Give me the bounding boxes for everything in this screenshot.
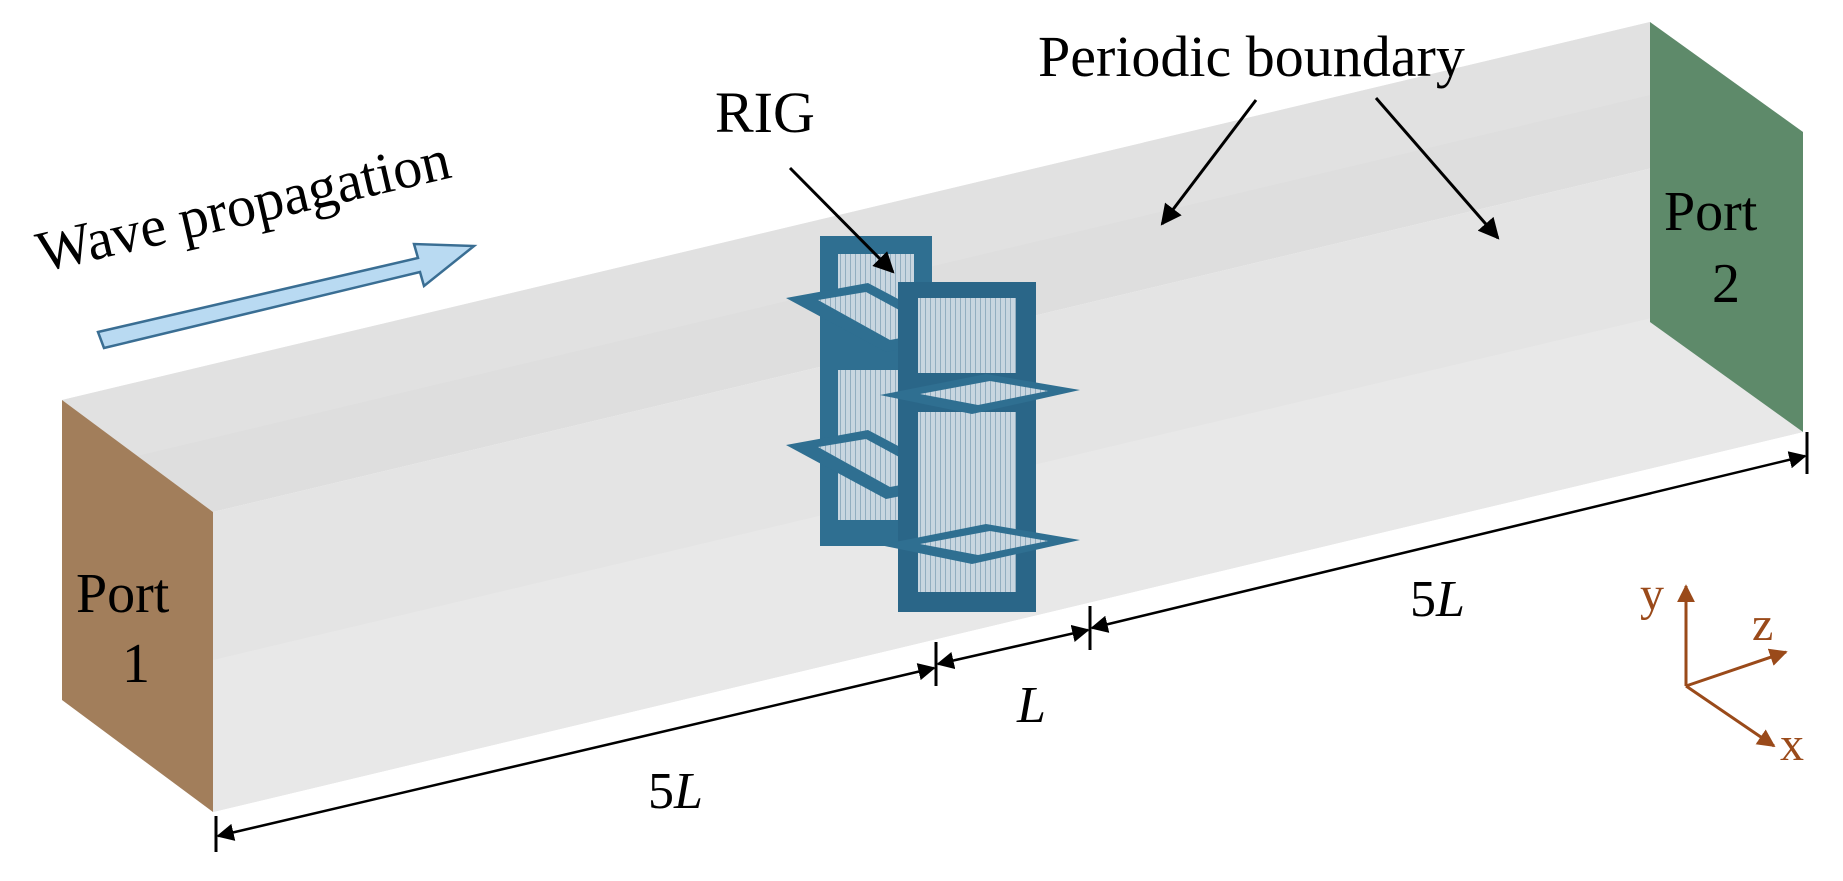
periodic-boundary-label: Periodic boundary	[1038, 24, 1465, 89]
xyz-axes-icon: y z x	[1640, 568, 1804, 771]
dim-left-number: 5	[648, 763, 674, 820]
rig-fin-front-upper-inner	[920, 381, 1048, 405]
periodic-pointer-right	[1374, 97, 1500, 240]
rig-structure	[786, 236, 1080, 612]
axis-x-label: x	[1780, 718, 1804, 771]
dim-right-unit: L	[1435, 571, 1465, 628]
dimension-lines	[214, 432, 1809, 852]
rig-front-panel-top	[918, 298, 1016, 373]
dim-middle	[936, 624, 1090, 670]
dim-right-label: 5L	[1410, 571, 1465, 628]
port-2-face	[1650, 22, 1803, 432]
periodic-pointer-left	[1160, 99, 1258, 226]
port-1-label-line2: 1	[122, 633, 150, 695]
axis-x-line	[1685, 684, 1776, 748]
dim-left-unit: L	[673, 763, 703, 820]
port-1-face	[62, 400, 213, 812]
rig-label: RIG	[715, 80, 815, 145]
port-2-label-line1: Port	[1664, 181, 1758, 243]
rig-front-panel-bottom	[918, 412, 1016, 592]
rig-pointer-arrow	[788, 166, 895, 274]
dim-left	[216, 663, 936, 841]
dim-right-number: 5	[1410, 571, 1436, 628]
arrow-right-icon	[96, 242, 478, 350]
port-2-label-line2: 2	[1712, 253, 1740, 315]
dim-middle-unit: L	[1016, 677, 1046, 734]
axis-z-label: z	[1752, 598, 1773, 651]
axis-z-line	[1685, 648, 1788, 688]
dim-middle-label: L	[1016, 677, 1046, 734]
port-1-label-line1: Port	[76, 563, 170, 625]
dim-left-label: 5L	[648, 763, 703, 820]
rig-fin-front-lower-inner	[920, 531, 1048, 555]
axis-y-label: y	[1640, 568, 1664, 621]
dim-right	[1090, 451, 1807, 633]
wave-propagation-label: Wave propagation	[30, 126, 456, 284]
